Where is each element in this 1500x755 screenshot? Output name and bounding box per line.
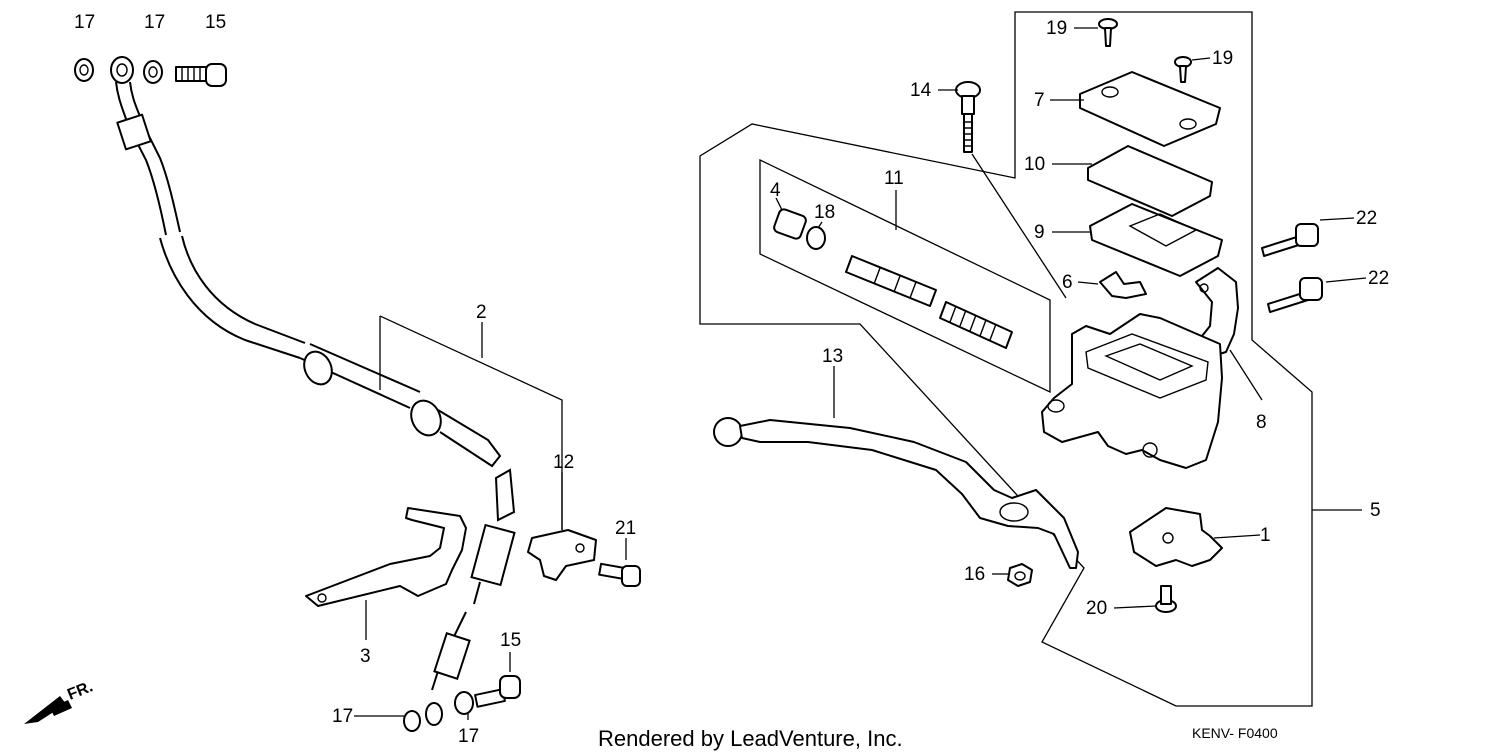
callout-12: 12 xyxy=(553,452,574,473)
footer-credit: Rendered by LeadVenture, Inc. xyxy=(598,726,903,751)
diagram-code: KENV- F0400 xyxy=(1192,725,1278,741)
reservoir-cap[interactable] xyxy=(1079,71,1221,147)
callout-4: 4 xyxy=(770,180,781,201)
callout-17: 17 xyxy=(144,12,165,33)
callout-8: 8 xyxy=(1256,412,1267,433)
callout-22: 22 xyxy=(1356,208,1377,229)
cap-screw[interactable] xyxy=(1174,56,1192,83)
dust-boot[interactable] xyxy=(773,208,808,240)
callout-14: 14 xyxy=(910,80,932,101)
callout-15: 15 xyxy=(205,12,226,33)
boot-clip[interactable] xyxy=(1099,271,1147,299)
hose-clamp[interactable] xyxy=(527,529,597,581)
callout-16: 16 xyxy=(964,564,985,585)
banjo-fitting[interactable] xyxy=(425,702,443,726)
brake-lever[interactable] xyxy=(713,417,1079,569)
return-spring[interactable] xyxy=(939,301,1013,349)
callout-15: 15 xyxy=(500,630,521,651)
flange-bolt[interactable] xyxy=(598,562,641,587)
hose-grommet[interactable] xyxy=(406,396,447,440)
pivot-nut[interactable] xyxy=(1007,563,1033,587)
callout-10: 10 xyxy=(1024,154,1045,175)
callout-17: 17 xyxy=(458,726,479,747)
callout-13: 13 xyxy=(822,346,843,367)
cap-screw[interactable] xyxy=(1098,18,1118,47)
arrow-icon xyxy=(24,696,66,724)
front-direction-arrow: FR. xyxy=(24,678,95,724)
hose-grommet[interactable] xyxy=(299,347,337,389)
callout-3: 3 xyxy=(360,646,371,667)
brake-light-switch[interactable] xyxy=(1129,507,1223,567)
callout-21: 21 xyxy=(615,518,636,539)
callout-19: 19 xyxy=(1046,18,1067,39)
callout-18: 18 xyxy=(814,202,835,223)
holder-bolt[interactable] xyxy=(1267,277,1323,313)
pivot-bolt[interactable] xyxy=(955,81,981,153)
switch-screw[interactable] xyxy=(1155,585,1177,613)
banjo-bolt[interactable] xyxy=(175,63,227,87)
hose-fitting[interactable] xyxy=(470,523,516,587)
sealing-washer[interactable] xyxy=(74,58,94,82)
piston-set[interactable] xyxy=(845,255,937,307)
diaphragm-plate[interactable] xyxy=(1087,145,1213,217)
master-cylinder-body[interactable] xyxy=(1041,313,1223,469)
banjo-bolt[interactable] xyxy=(474,675,521,708)
brake-hose-assembly[interactable] xyxy=(74,56,521,732)
sealing-washer[interactable] xyxy=(143,60,163,84)
snap-ring[interactable] xyxy=(806,226,826,250)
hose-bracket[interactable] xyxy=(305,507,467,607)
callout-22: 22 xyxy=(1368,268,1389,289)
banjo-fitting[interactable] xyxy=(110,56,134,84)
callout-11: 11 xyxy=(884,168,904,189)
callout-20: 20 xyxy=(1086,598,1107,619)
callout-5: 5 xyxy=(1370,500,1381,521)
holder-bolt[interactable] xyxy=(1261,223,1319,257)
sealing-washer[interactable] xyxy=(403,710,421,732)
sealing-washer[interactable] xyxy=(454,691,474,715)
master-cylinder-holder[interactable] xyxy=(1193,267,1239,359)
callout-9: 9 xyxy=(1034,222,1045,243)
callout-2: 2 xyxy=(476,302,487,323)
callout-17: 17 xyxy=(332,706,353,727)
callout-6: 6 xyxy=(1062,272,1073,293)
callout-19: 19 xyxy=(1212,48,1233,69)
front-label: FR. xyxy=(65,678,95,703)
callout-17: 17 xyxy=(74,12,95,33)
callout-1: 1 xyxy=(1260,525,1271,546)
callout-7: 7 xyxy=(1034,90,1045,111)
